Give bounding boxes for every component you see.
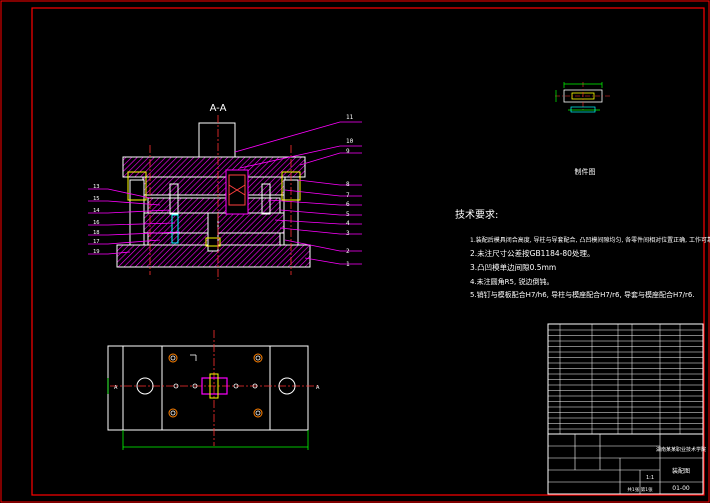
tech-req-5: 5.销钉与模板配合H7/h6, 导柱与模座配合H7/r6, 导套与模座配合H7/… (470, 290, 695, 299)
piercing-punch (207, 212, 219, 252)
callout-17: 17 (93, 239, 100, 245)
callout-15: 15 (93, 196, 100, 202)
guide-bush-left (127, 171, 147, 201)
screw-left (169, 183, 179, 215)
callout-5: 5 (346, 211, 350, 218)
pillar-hole-right (278, 377, 296, 395)
callout-2: 2 (346, 248, 350, 255)
guide-bush-right (281, 171, 301, 201)
callout-9: 9 (346, 148, 350, 155)
sheet-count: 共1张 第1张 (627, 486, 653, 493)
section-title: A-A (210, 103, 227, 114)
callouts-left: 13 15 14 16 18 17 19 (93, 184, 100, 255)
part-drawing: 制件图 (555, 82, 610, 176)
callout-13: 13 (93, 184, 100, 190)
title-block: 湖南某某职业技术学院 装配图 01-00 1:1 共1张 第1张 (547, 323, 706, 495)
drawing-name: 装配图 (672, 467, 690, 475)
callout-3: 3 (346, 230, 350, 237)
technical-requirements: 技术要求: 1.装配后模具闭合高度, 导柱与导套配合, 凸凹模间隙均匀, 各零件… (455, 208, 710, 299)
callout-19: 19 (93, 249, 100, 255)
leader-lines-right (234, 121, 362, 265)
drawing-frame (31, 7, 705, 496)
screw-holes (168, 353, 263, 418)
pillar-hole-left (136, 377, 154, 395)
callout-6: 6 (346, 201, 350, 208)
screw-head (205, 237, 221, 247)
punch-plate (142, 176, 286, 196)
dimension-lines (107, 378, 309, 450)
tech-req-4: 4.未注圆角R5, 锐边倒钝。 (470, 277, 553, 286)
callouts-right: 11 10 9 8 7 6 5 4 3 2 1 (346, 114, 354, 268)
die-shank (198, 122, 236, 158)
punch-detail (228, 174, 246, 206)
callout-14: 14 (93, 208, 100, 214)
callout-16: 16 (93, 220, 100, 226)
callout-7: 7 (346, 192, 350, 199)
tech-req-3: 3.凸凹模单边间隙0.5mm (470, 262, 556, 272)
tech-title: 技术要求: (455, 208, 498, 221)
tech-req-1: 1.装配后模具闭合高度, 导柱与导套配合, 凸凹模间隙均匀, 各零件间相对位置正… (470, 236, 710, 244)
leader-lines-left (88, 188, 181, 255)
school-name: 湖南某某职业技术学院 (656, 446, 706, 453)
tech-req-2: 2.未注尺寸公差按GB1184-80处理。 (470, 248, 594, 258)
guide-pillar-left (129, 179, 145, 246)
section-view: A-A (88, 103, 362, 280)
drawing-number: 01-00 (672, 485, 690, 492)
screw-right (261, 183, 271, 215)
central-punch (225, 169, 249, 215)
callout-8: 8 (346, 181, 350, 188)
drawing-scale: 1:1 (646, 475, 654, 481)
callout-1: 1 (346, 261, 350, 268)
punch-outline (209, 373, 219, 399)
section-mark-left: A (114, 385, 118, 391)
section-mark-right: A (316, 385, 320, 391)
stripper-plate (147, 197, 281, 214)
callout-4: 4 (346, 220, 350, 227)
die-opening (201, 377, 228, 395)
lower-plate-outline (107, 345, 309, 431)
part-drawing-label: 制件图 (575, 167, 596, 176)
plan-view: A A (107, 330, 320, 450)
callout-18: 18 (93, 230, 100, 236)
title-block-frame (547, 433, 704, 495)
pin-left (171, 214, 179, 244)
callout-10: 10 (346, 138, 354, 145)
callout-11: 11 (346, 114, 354, 121)
